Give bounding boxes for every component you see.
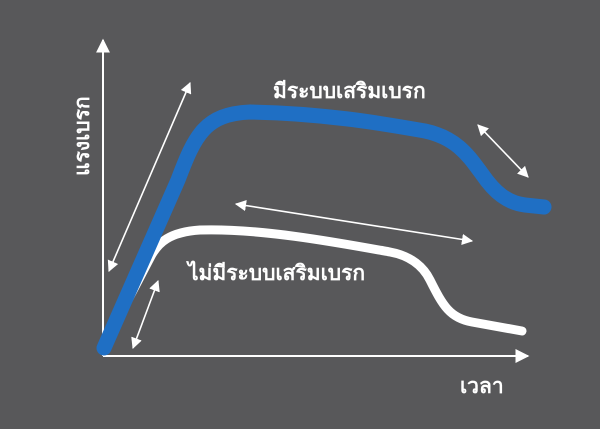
release-arrow <box>477 124 529 178</box>
x-axis-label: เวลา <box>460 374 504 398</box>
y-axis-label: แรงเบรก <box>70 96 94 176</box>
curve-with-brake-assist <box>96 104 552 356</box>
label-with-brake-assist: มีระบบเสริมเบรก <box>273 79 426 103</box>
rise-rate-arrow-without-assist <box>131 279 160 350</box>
label-without-brake-assist: ไม่มีระบบเสริมเบรก <box>186 260 365 285</box>
curve-without-brake-assist <box>98 225 527 353</box>
rise-rate-arrow-with-assist <box>107 81 192 273</box>
duration-arrow <box>234 200 474 245</box>
